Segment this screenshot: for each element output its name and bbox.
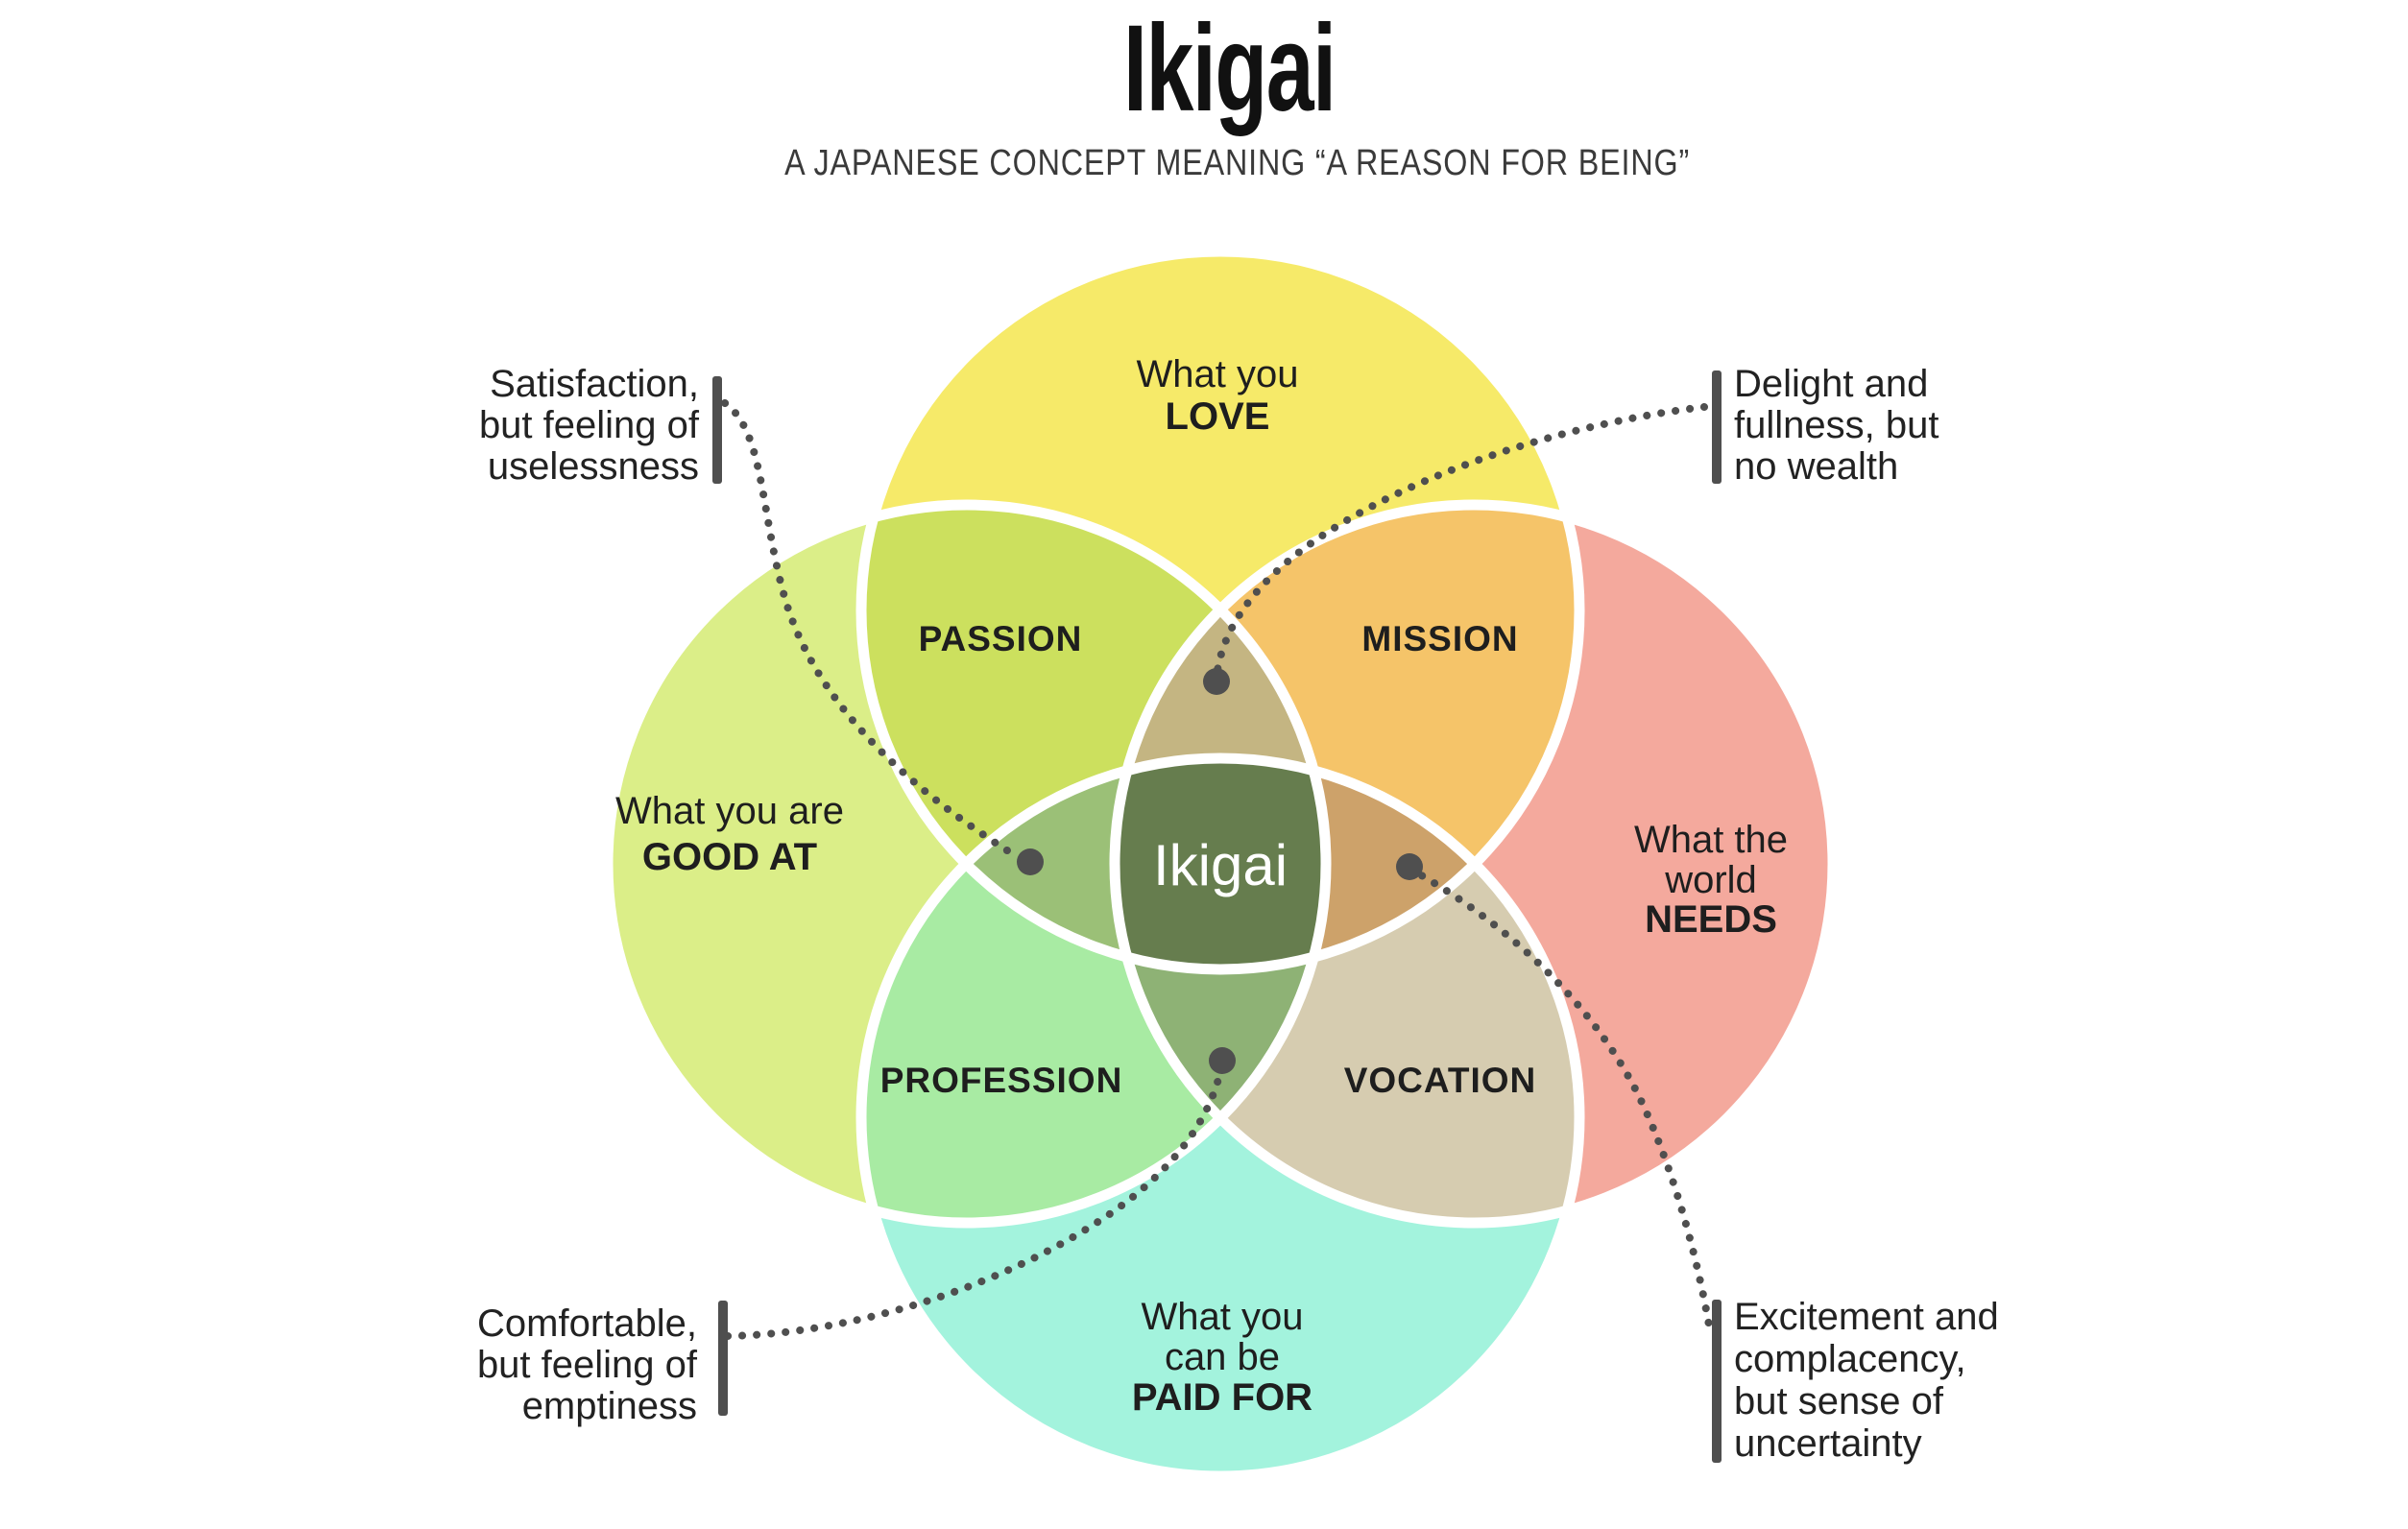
love-label-line1: What you — [1137, 353, 1299, 395]
ikigai-center-region — [1115, 758, 1326, 969]
petal-right-region — [1313, 771, 1475, 957]
love-circle-outline — [855, 246, 1585, 975]
connector-end-dots — [1017, 668, 1423, 1074]
annotation-bottom-right-line1: Excitement and — [1734, 1296, 1999, 1338]
annotation-bottom-left-line3: emptiness — [522, 1385, 697, 1427]
annotation-bottom-right-line2: complacency, — [1734, 1338, 1966, 1380]
paid-for-label-line3: PAID FOR — [1132, 1376, 1312, 1419]
connector-curves — [721, 399, 1714, 1340]
annotation-top-right: Delight and fullness, but no wealth — [1734, 363, 1938, 488]
good-at-label-line1: What you are — [615, 790, 844, 832]
annotations: Satisfaction, but feeling of uselessness… — [477, 363, 1999, 1465]
good-at-circle-outline — [602, 499, 1332, 1229]
paid-for-label-line1: What you — [1142, 1296, 1304, 1338]
needs-circle-outline — [1109, 499, 1839, 1229]
annotation-bars — [712, 370, 1722, 1463]
annotation-bottom-left: Comfortable, but feeling of emptiness — [477, 1302, 698, 1427]
love-label-line2: LOVE — [1166, 395, 1270, 438]
page-subtitle: A JAPANESE CONCEPT MEANING “A REASON FOR… — [784, 143, 1690, 183]
circle-labels: What you LOVE What you are GOOD AT What … — [615, 353, 1788, 1419]
mission-label: MISSION — [1361, 619, 1518, 658]
annotation-bottom-right-line4: uncertainty — [1734, 1422, 1922, 1465]
petal-left-region — [966, 771, 1127, 957]
needs-label-line1: What the — [1634, 819, 1788, 861]
overlap-labels: PASSION MISSION PROFESSION VOCATION — [880, 619, 1537, 1100]
annotation-bottom-right: Excitement and complacency, but sense of… — [1734, 1296, 1999, 1465]
header: Ikigai A JAPANESE CONCEPT MEANING “A REA… — [784, 0, 1690, 183]
circle-outlines — [602, 246, 1839, 1482]
good-at-label-line2: GOOD AT — [642, 836, 817, 878]
annotation-top-right-line3: no wealth — [1734, 445, 1898, 488]
passion-label: PASSION — [919, 619, 1083, 658]
annotation-bottom-right-line3: but sense of — [1734, 1380, 1944, 1422]
excitement-connector-line — [1406, 865, 1714, 1335]
vocation-label: VOCATION — [1344, 1061, 1537, 1100]
comfortable-connector-line — [724, 1063, 1225, 1340]
excitement-end-dot — [1396, 853, 1423, 880]
annotation-top-right-line1: Delight and — [1734, 363, 1928, 405]
annotation-top-left: Satisfaction, but feeling of uselessness — [479, 363, 700, 488]
satisfaction-connector-line — [721, 399, 1022, 861]
needs-label-line3: NEEDS — [1645, 898, 1777, 941]
page-title: Ikigai — [1123, 0, 1336, 137]
annotation-top-left-line3: uselessness — [488, 445, 699, 488]
satisfaction-end-dot — [1017, 848, 1044, 875]
comfortable-end-dot — [1209, 1047, 1236, 1074]
needs-label-line2: world — [1664, 859, 1757, 901]
paid-for-circle-outline — [855, 753, 1585, 1482]
excitement-bar — [1712, 1300, 1722, 1463]
annotation-top-right-line2: fullness, but — [1734, 404, 1938, 446]
satisfaction-bar — [712, 376, 722, 484]
delight-connector-line — [1213, 403, 1708, 681]
annotation-top-left-line1: Satisfaction, — [490, 363, 699, 405]
paid-for-label-line2: can be — [1165, 1336, 1280, 1378]
profession-label: PROFESSION — [880, 1061, 1123, 1100]
delight-bar — [1712, 370, 1722, 484]
ikigai-center-label: Ikigai — [1153, 833, 1288, 897]
delight-end-dot — [1203, 668, 1230, 695]
annotation-bottom-left-line1: Comfortable, — [477, 1302, 697, 1345]
comfortable-bar — [718, 1301, 728, 1416]
annotation-bottom-left-line2: but feeling of — [477, 1344, 698, 1386]
petal-bottom-region — [1127, 957, 1313, 1118]
annotation-top-left-line2: but feeling of — [479, 404, 700, 446]
